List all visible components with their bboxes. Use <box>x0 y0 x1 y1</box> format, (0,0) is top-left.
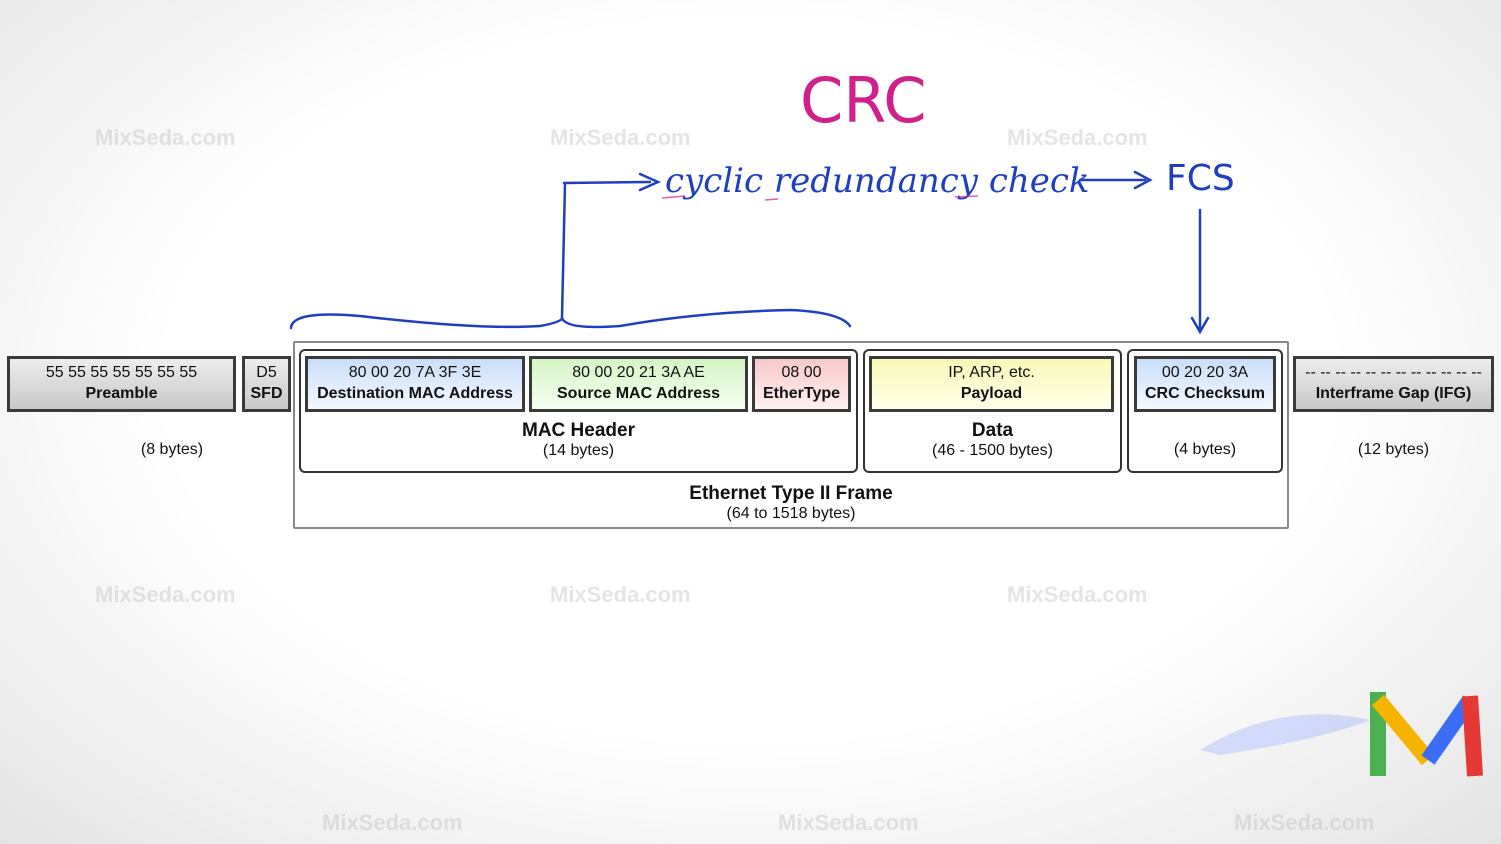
destination-mac-field: 80 00 20 7A 3F 3E Destination MAC Address <box>305 356 525 412</box>
crc-checksum-field: 00 20 20 3A CRC Checksum <box>1134 356 1276 412</box>
mac-header-title: MAC Header <box>522 420 635 441</box>
mac-brace <box>289 308 852 330</box>
data-caption: Data (46 - 1500 bytes) <box>863 420 1122 460</box>
arrow-to-crc <box>1190 208 1210 335</box>
ethertype-label: EtherType <box>762 385 841 402</box>
preamble-label: Preamble <box>85 385 158 402</box>
preamble-value: 55 55 55 55 55 55 55 <box>45 364 198 381</box>
crc-size: (4 bytes) <box>1173 441 1237 458</box>
ifg-value: -- -- -- -- -- -- -- -- -- -- -- -- <box>1305 364 1482 381</box>
watermark: MixSeda.com <box>322 810 463 835</box>
watermark: MixSeda.com <box>95 125 236 150</box>
payload-label: Payload <box>960 385 1023 402</box>
payload-value: IP, ARP, etc. <box>948 364 1035 381</box>
watermark: MixSeda.com <box>1007 582 1148 607</box>
crc-expansion: cyclic redundancy check <box>665 161 1090 201</box>
brace-stem <box>560 181 567 320</box>
sfd-value: D5 <box>256 364 277 381</box>
source-mac-label: Source MAC Address <box>557 385 720 402</box>
destination-mac-value: 80 00 20 7A 3F 3E <box>348 364 482 381</box>
ethertype-value: 08 00 <box>781 364 822 381</box>
mixseda-logo <box>1200 692 1483 777</box>
crc-title: CRC <box>800 64 927 137</box>
crc-label: CRC Checksum <box>1144 385 1266 402</box>
fcs-label: FCS <box>1166 158 1235 199</box>
data-title: Data <box>971 420 1014 441</box>
ifg-field: -- -- -- -- -- -- -- -- -- -- -- -- Inter… <box>1293 356 1494 412</box>
preamble-field: 55 55 55 55 55 55 55 Preamble <box>7 356 236 412</box>
ethertype-field: 08 00 EtherType <box>752 356 851 412</box>
watermark: MixSeda.com <box>550 125 691 150</box>
data-size: (46 - 1500 bytes) <box>932 442 1053 459</box>
arrow-to-expansion <box>562 172 662 192</box>
frame-caption: Ethernet Type II Frame (64 to 1518 bytes… <box>293 483 1289 523</box>
watermark: MixSeda.com <box>95 582 236 607</box>
mac-header-caption: MAC Header (14 bytes) <box>299 420 858 460</box>
sfd-label: SFD <box>250 385 283 402</box>
watermark: MixSeda.com <box>778 810 919 835</box>
watermark: MixSeda.com <box>1234 810 1375 835</box>
crc-value: 00 20 20 3A <box>1161 364 1249 381</box>
source-mac-value: 80 00 20 21 3A AE <box>572 364 705 381</box>
source-mac-field: 80 00 20 21 3A AE Source MAC Address <box>529 356 748 412</box>
arrow-to-fcs <box>1078 170 1153 190</box>
payload-field: IP, ARP, etc. Payload <box>869 356 1114 412</box>
destination-mac-label: Destination MAC Address <box>317 385 513 402</box>
ifg-size: (12 bytes) <box>1357 441 1430 458</box>
watermark: MixSeda.com <box>1007 125 1148 150</box>
preamble-size: (8 bytes) <box>140 441 204 458</box>
watermark: MixSeda.com <box>550 582 691 607</box>
handwritten-annotations: CRC cyclic redundancy check FCS <box>289 64 1235 335</box>
frame-title: Ethernet Type II Frame <box>689 483 893 504</box>
frame-size: (64 to 1518 bytes) <box>726 505 856 522</box>
ifg-label: Interframe Gap (IFG) <box>1315 385 1472 402</box>
mac-header-size: (14 bytes) <box>542 442 615 459</box>
